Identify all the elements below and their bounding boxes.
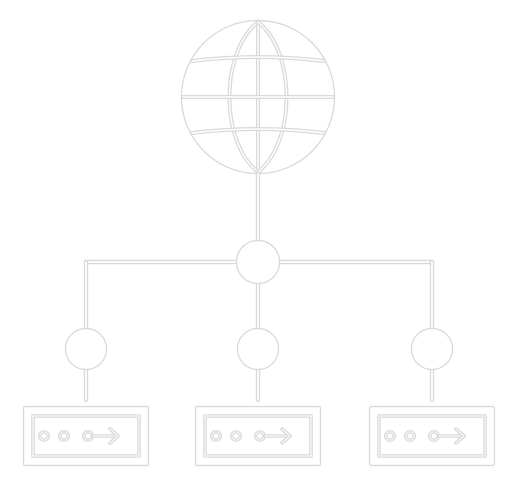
port-indicator-icon — [230, 430, 242, 442]
branch-node-icon — [64, 327, 108, 403]
port-indicator-icon — [384, 430, 396, 442]
port-indicator-icon — [38, 430, 50, 442]
network-device-icon — [22, 405, 150, 467]
port-indicator-icon — [58, 430, 70, 442]
branch-node-icon — [410, 327, 454, 403]
network-device-icon — [194, 405, 322, 467]
connector-arrow-icon — [82, 427, 120, 445]
network-device-icon — [368, 405, 496, 467]
branch-node-icon — [236, 327, 280, 403]
port-indicator-icon — [210, 430, 222, 442]
network-connectors — [83, 171, 435, 333]
connector-arrow-icon — [254, 427, 292, 445]
hub-node-icon — [235, 239, 281, 285]
port-indicator-icon — [404, 430, 416, 442]
globe-icon — [180, 19, 336, 175]
connector-arrow-icon — [428, 427, 466, 445]
